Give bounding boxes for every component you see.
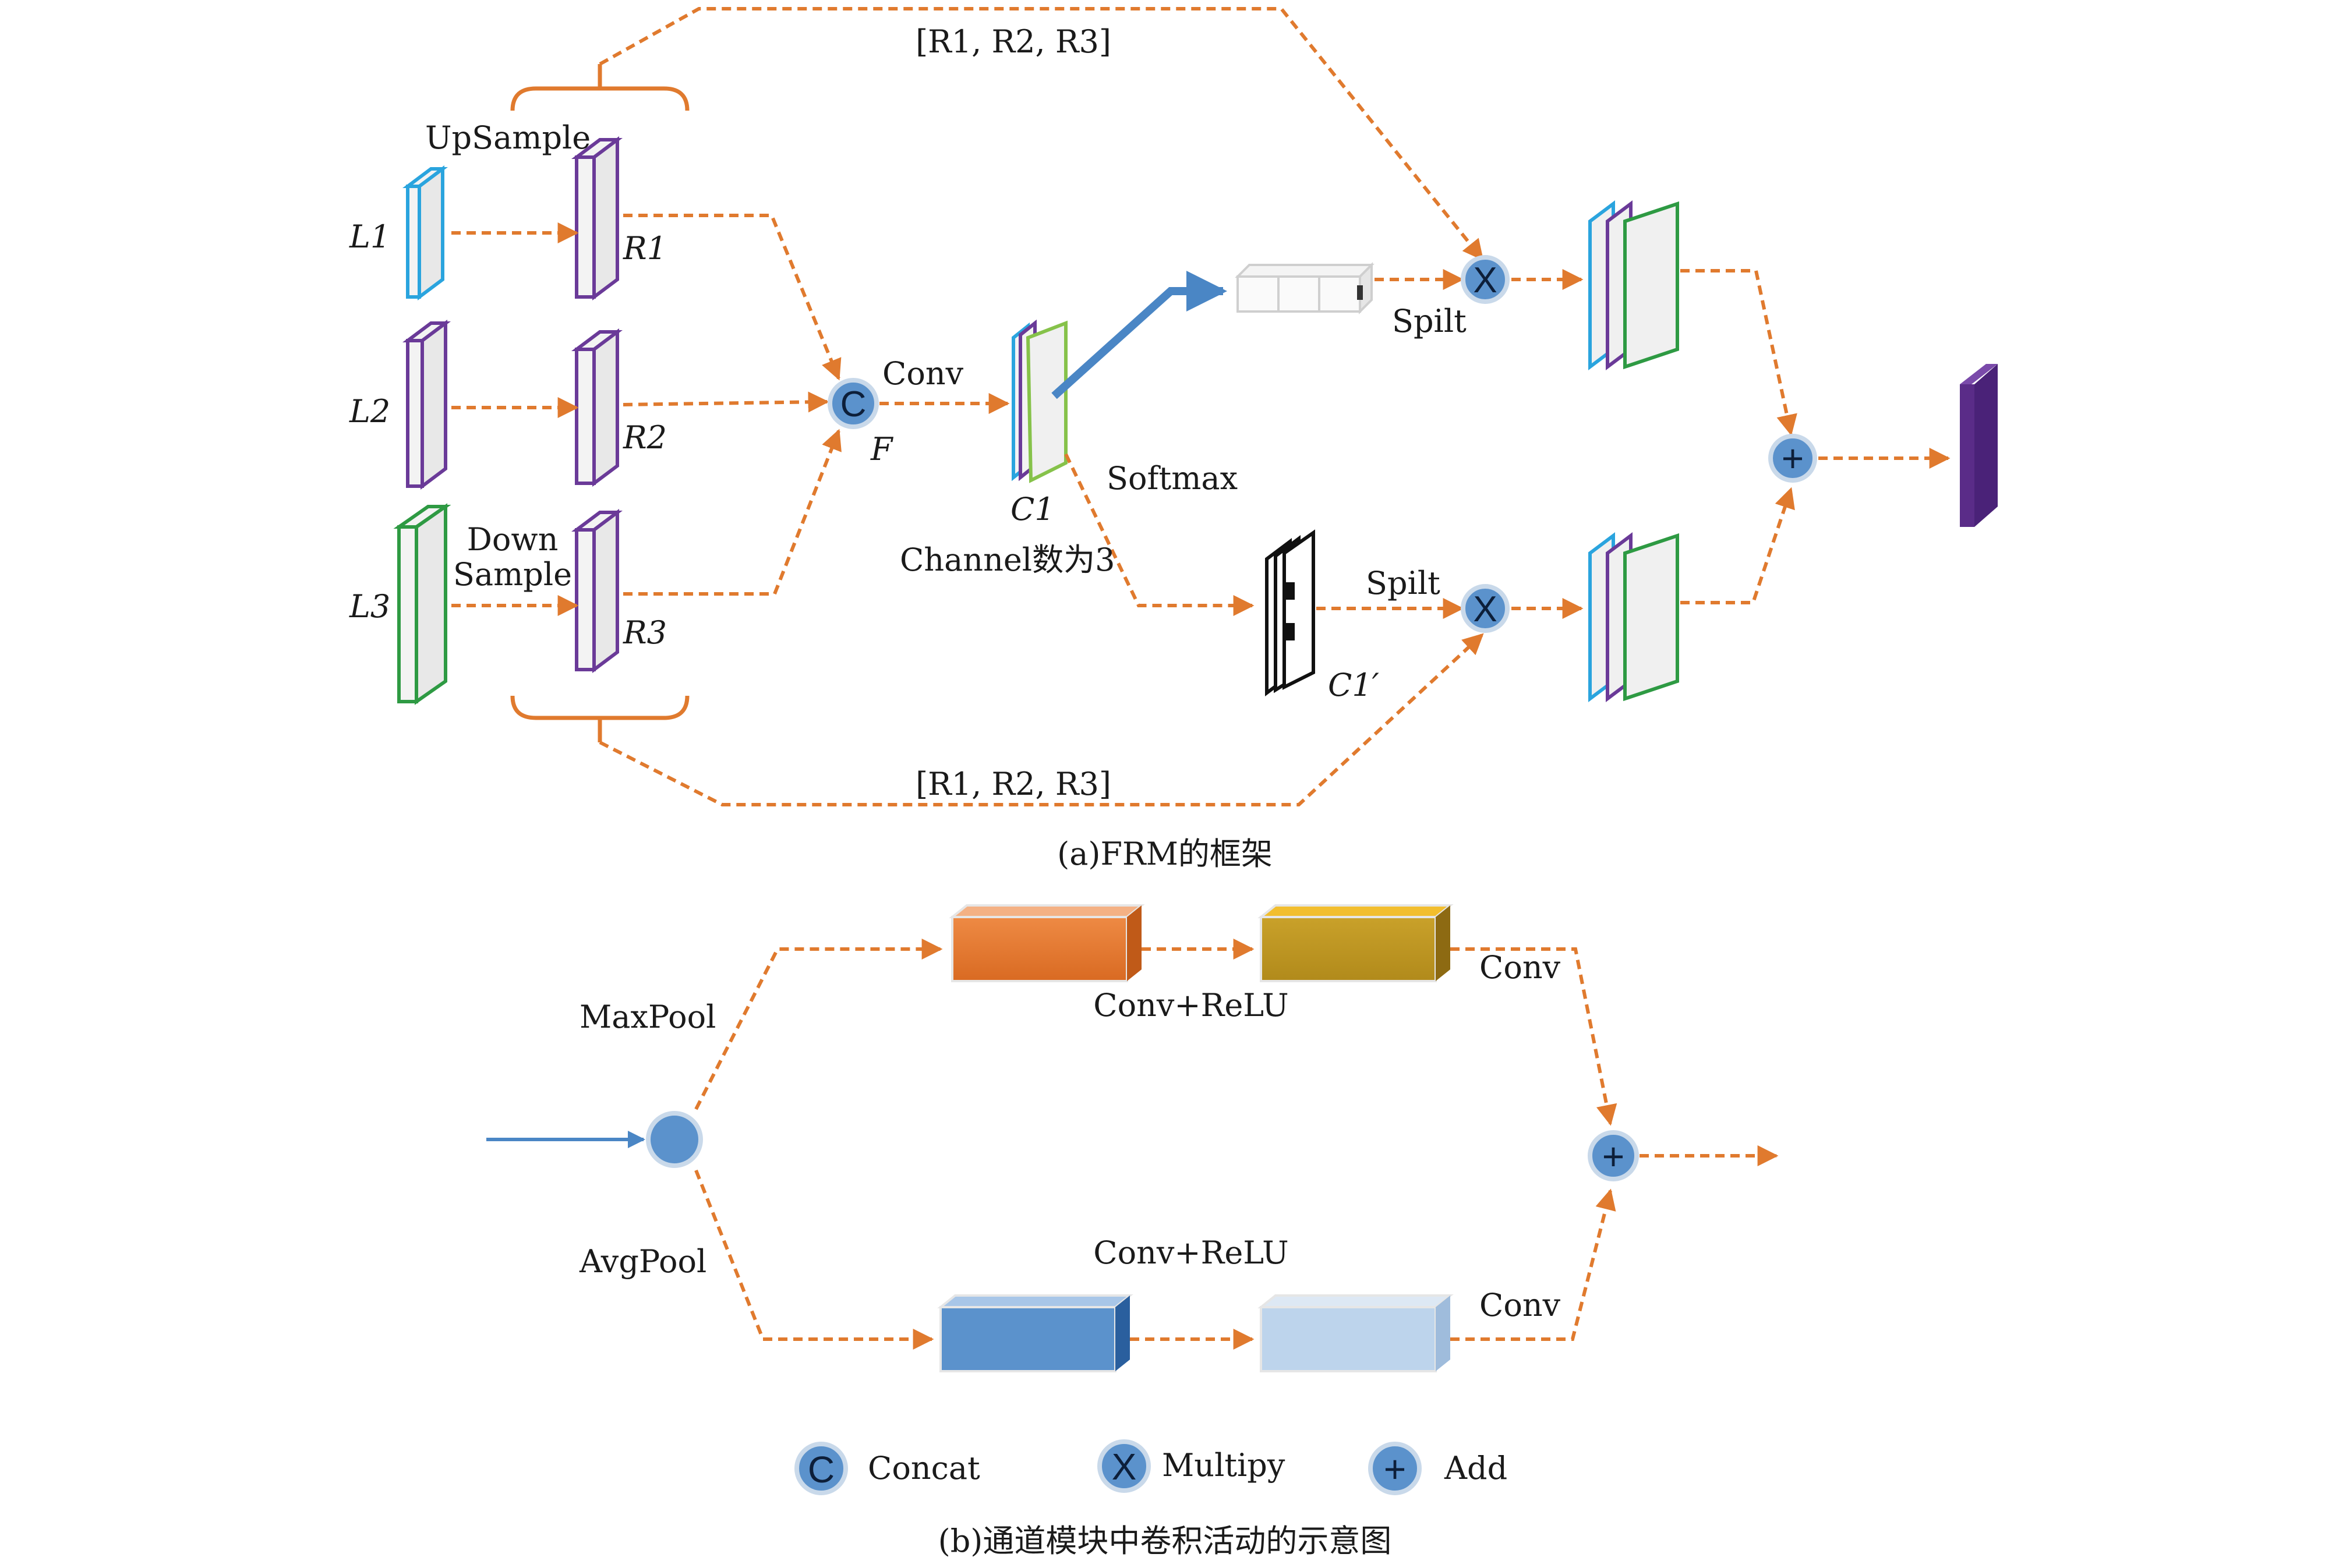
legend-add-symbol: + bbox=[1384, 1447, 1407, 1491]
multiply-symbol-top: X bbox=[1473, 260, 1497, 300]
label-r-list-top: [R1, R2, R3] bbox=[916, 23, 1111, 60]
label-conv-relu-top: Conv+ReLU bbox=[1093, 987, 1288, 1024]
concat-symbol: C bbox=[840, 384, 867, 424]
thick-blue-arrow bbox=[1051, 271, 1227, 399]
legend-add-label: Add bbox=[1444, 1450, 1507, 1486]
input-map-l2 bbox=[402, 320, 451, 490]
r3-to-concat-arrow bbox=[623, 429, 842, 596]
label-c1: C1 bbox=[1010, 491, 1055, 528]
label-r-list-bottom: [R1, R2, R3] bbox=[916, 766, 1111, 802]
resized-map-r3 bbox=[571, 509, 623, 673]
label-maxpool: MaxPool bbox=[580, 999, 716, 1035]
top-split-block bbox=[1235, 262, 1375, 314]
label-conv-bottom: Conv bbox=[1479, 1287, 1561, 1323]
resized-map-r2 bbox=[571, 328, 623, 487]
label-split-bottom: Spilt bbox=[1366, 565, 1440, 601]
label-l1: L1 bbox=[349, 218, 390, 255]
legend-item-concat: C Concat bbox=[794, 1442, 980, 1495]
label-r1: R1 bbox=[623, 230, 667, 267]
upsample-brace bbox=[510, 86, 690, 111]
channel-diagram: + MaxPool AvgPool Conv+ReLU Conv+ReLU Co… bbox=[486, 904, 1779, 1559]
label-softmax: Softmax bbox=[1107, 460, 1238, 497]
label-l3: L3 bbox=[349, 588, 390, 625]
c1-feature-stack bbox=[1012, 319, 1068, 483]
multiply-symbol-bottom: X bbox=[1473, 589, 1497, 629]
multiply-node-bottom: X bbox=[1461, 584, 1510, 633]
r1-to-concat-arrow bbox=[623, 214, 842, 381]
legend-concat-symbol: C bbox=[808, 1449, 835, 1491]
add-symbol-channel: + bbox=[1602, 1135, 1625, 1178]
top-to-add-arrow bbox=[1450, 947, 1617, 1126]
output-map bbox=[1960, 364, 1998, 527]
frm-diagram: C bbox=[349, 7, 1998, 872]
legend-multiply-symbol: X bbox=[1112, 1446, 1137, 1488]
top-route-arrow bbox=[599, 7, 1484, 261]
add-node-frm: + bbox=[1768, 434, 1817, 483]
legend: C Concat X Multipy + Add bbox=[794, 1439, 1507, 1495]
downsample-brace bbox=[510, 695, 690, 720]
top-stack-to-add-arrow bbox=[1680, 269, 1797, 436]
legend-concat-label: Concat bbox=[868, 1450, 980, 1486]
input-map-l1 bbox=[402, 165, 448, 300]
legend-item-multiply: X Multipy bbox=[1097, 1439, 1285, 1493]
c1-prime-block bbox=[1265, 529, 1315, 696]
downsample-label-2: Sample bbox=[453, 556, 572, 593]
upsample-label: UpSample bbox=[425, 119, 591, 156]
label-split-top: Spilt bbox=[1392, 303, 1467, 339]
weighted-stack-bottom bbox=[1588, 532, 1679, 702]
label-conv-top: Conv bbox=[1479, 949, 1561, 986]
resized-map-r1 bbox=[571, 136, 623, 300]
add-symbol-frm: + bbox=[1782, 437, 1804, 480]
weighted-stack-top bbox=[1588, 200, 1679, 370]
softmax-arrow bbox=[1064, 453, 1255, 616]
label-r3: R3 bbox=[623, 614, 667, 651]
bottom-route-arrow bbox=[599, 633, 1484, 806]
maxpool-branch-arrow bbox=[694, 939, 943, 1110]
caption-a: (a)FRM的框架 bbox=[1057, 836, 1273, 872]
bottom-stack-to-add-arrow bbox=[1680, 487, 1795, 604]
avgpool-conv-relu-box bbox=[937, 1294, 1133, 1372]
label-r2: R2 bbox=[623, 419, 667, 456]
add-node-channel: + bbox=[1588, 1130, 1639, 1181]
concat-node: C bbox=[828, 378, 879, 429]
downsample-label-1: Down bbox=[467, 521, 559, 558]
label-avgpool: AvgPool bbox=[579, 1243, 706, 1280]
label-l2: L2 bbox=[349, 393, 390, 430]
maxpool-conv-relu-box bbox=[949, 904, 1145, 982]
input-map-l3 bbox=[393, 503, 451, 705]
avgpool-conv-box bbox=[1257, 1294, 1454, 1372]
label-conv: Conv bbox=[882, 355, 964, 392]
bottom-to-add-arrow bbox=[1450, 1188, 1616, 1341]
label-c1-prime: C1′ bbox=[1328, 667, 1379, 703]
avgpool-branch-arrow bbox=[694, 1169, 934, 1350]
label-f: F bbox=[870, 431, 894, 468]
multiply-node-top: X bbox=[1461, 255, 1510, 304]
r2-to-concat-arrow bbox=[623, 391, 829, 413]
channel-split-node bbox=[646, 1111, 703, 1168]
maxpool-conv-box bbox=[1257, 904, 1454, 982]
label-conv-relu-bottom: Conv+ReLU bbox=[1093, 1234, 1288, 1271]
label-channel-note: Channel数为3 bbox=[900, 541, 1115, 578]
caption-b: (b)通道模块中卷积活动的示意图 bbox=[938, 1523, 1392, 1559]
legend-multiply-label: Multipy bbox=[1162, 1447, 1285, 1484]
legend-item-add: + Add bbox=[1368, 1442, 1507, 1495]
